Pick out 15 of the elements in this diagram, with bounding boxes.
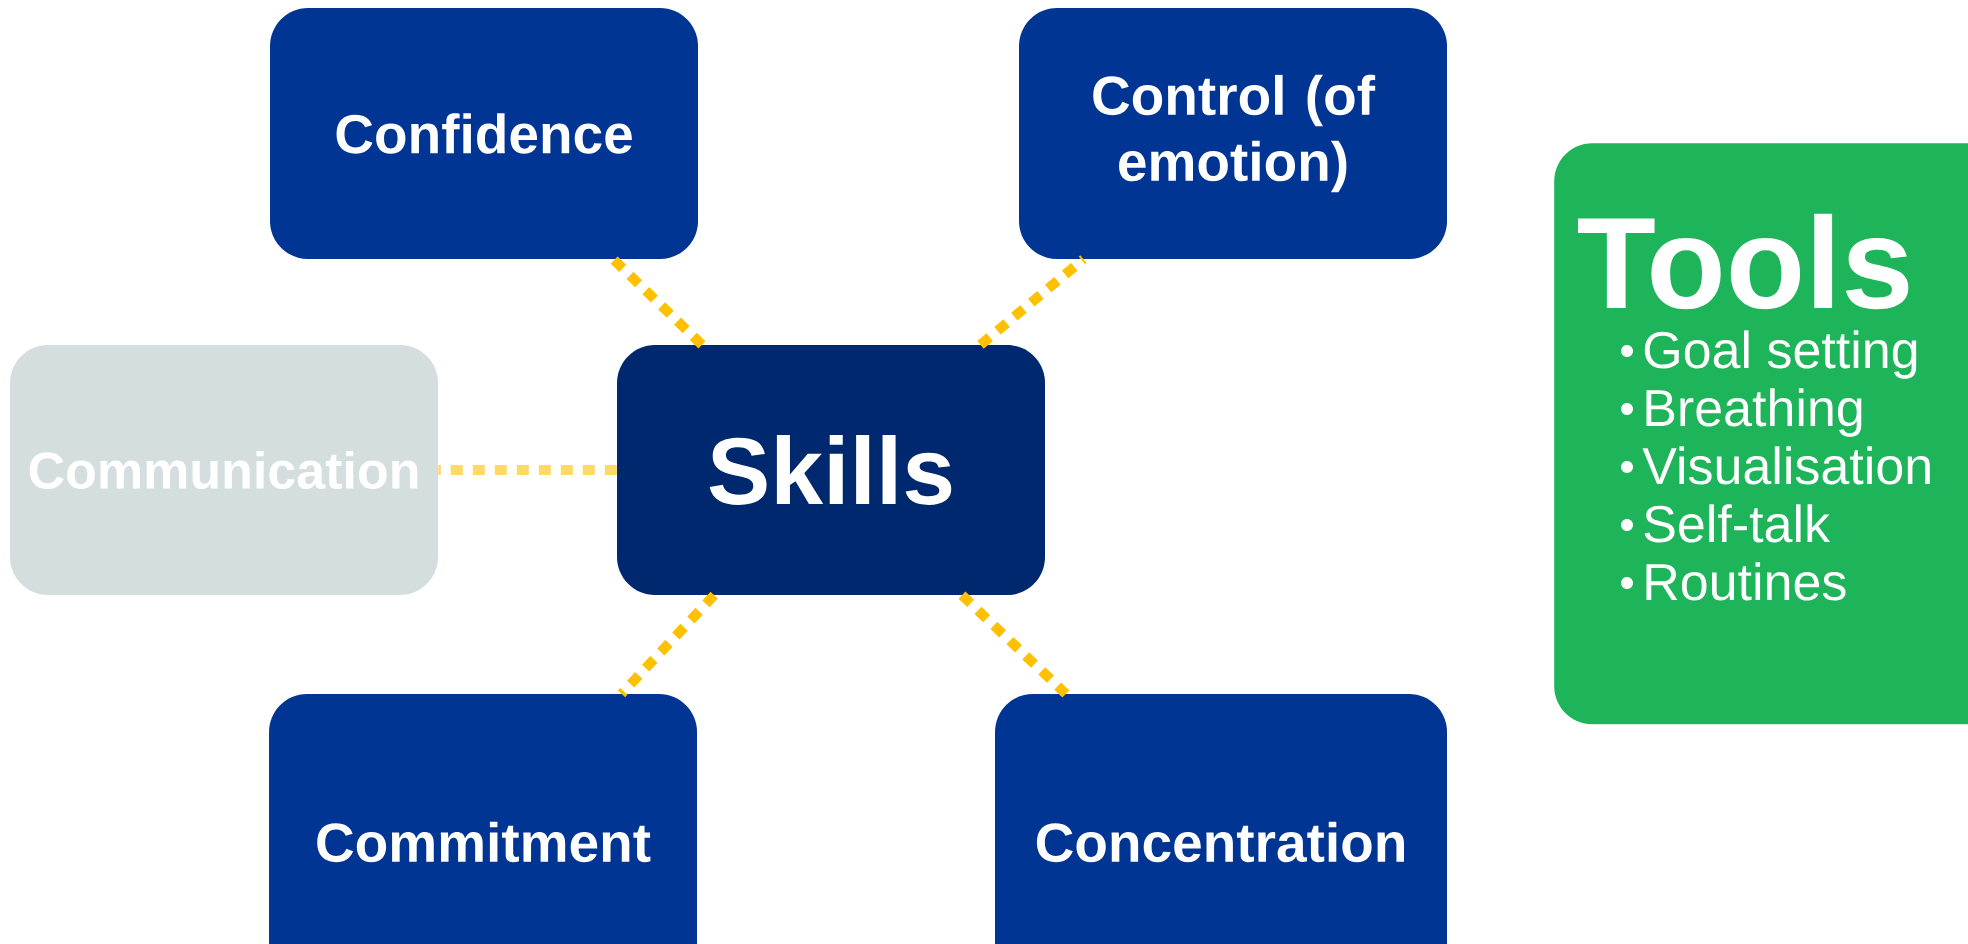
dotted-connector (609, 255, 706, 349)
skill-box: Commitment (269, 694, 697, 944)
skill-box: Concentration (995, 694, 1447, 944)
dotted-connector (438, 465, 617, 475)
list-item: Routines (1621, 562, 1846, 601)
dotted-connector (617, 591, 718, 698)
list-item: Visualisation (1621, 446, 1930, 485)
dotted-connector (958, 591, 1070, 698)
dotted-connector (977, 255, 1087, 349)
list-item: Breathing (1621, 388, 1862, 437)
list-item: Self-talk (1621, 504, 1831, 543)
center-box: Skills (617, 345, 1045, 595)
skill-box: Control (of emotion) (1019, 8, 1447, 259)
list-item: Goal setting (1621, 330, 1917, 379)
skill-box: Confidence (270, 8, 698, 259)
